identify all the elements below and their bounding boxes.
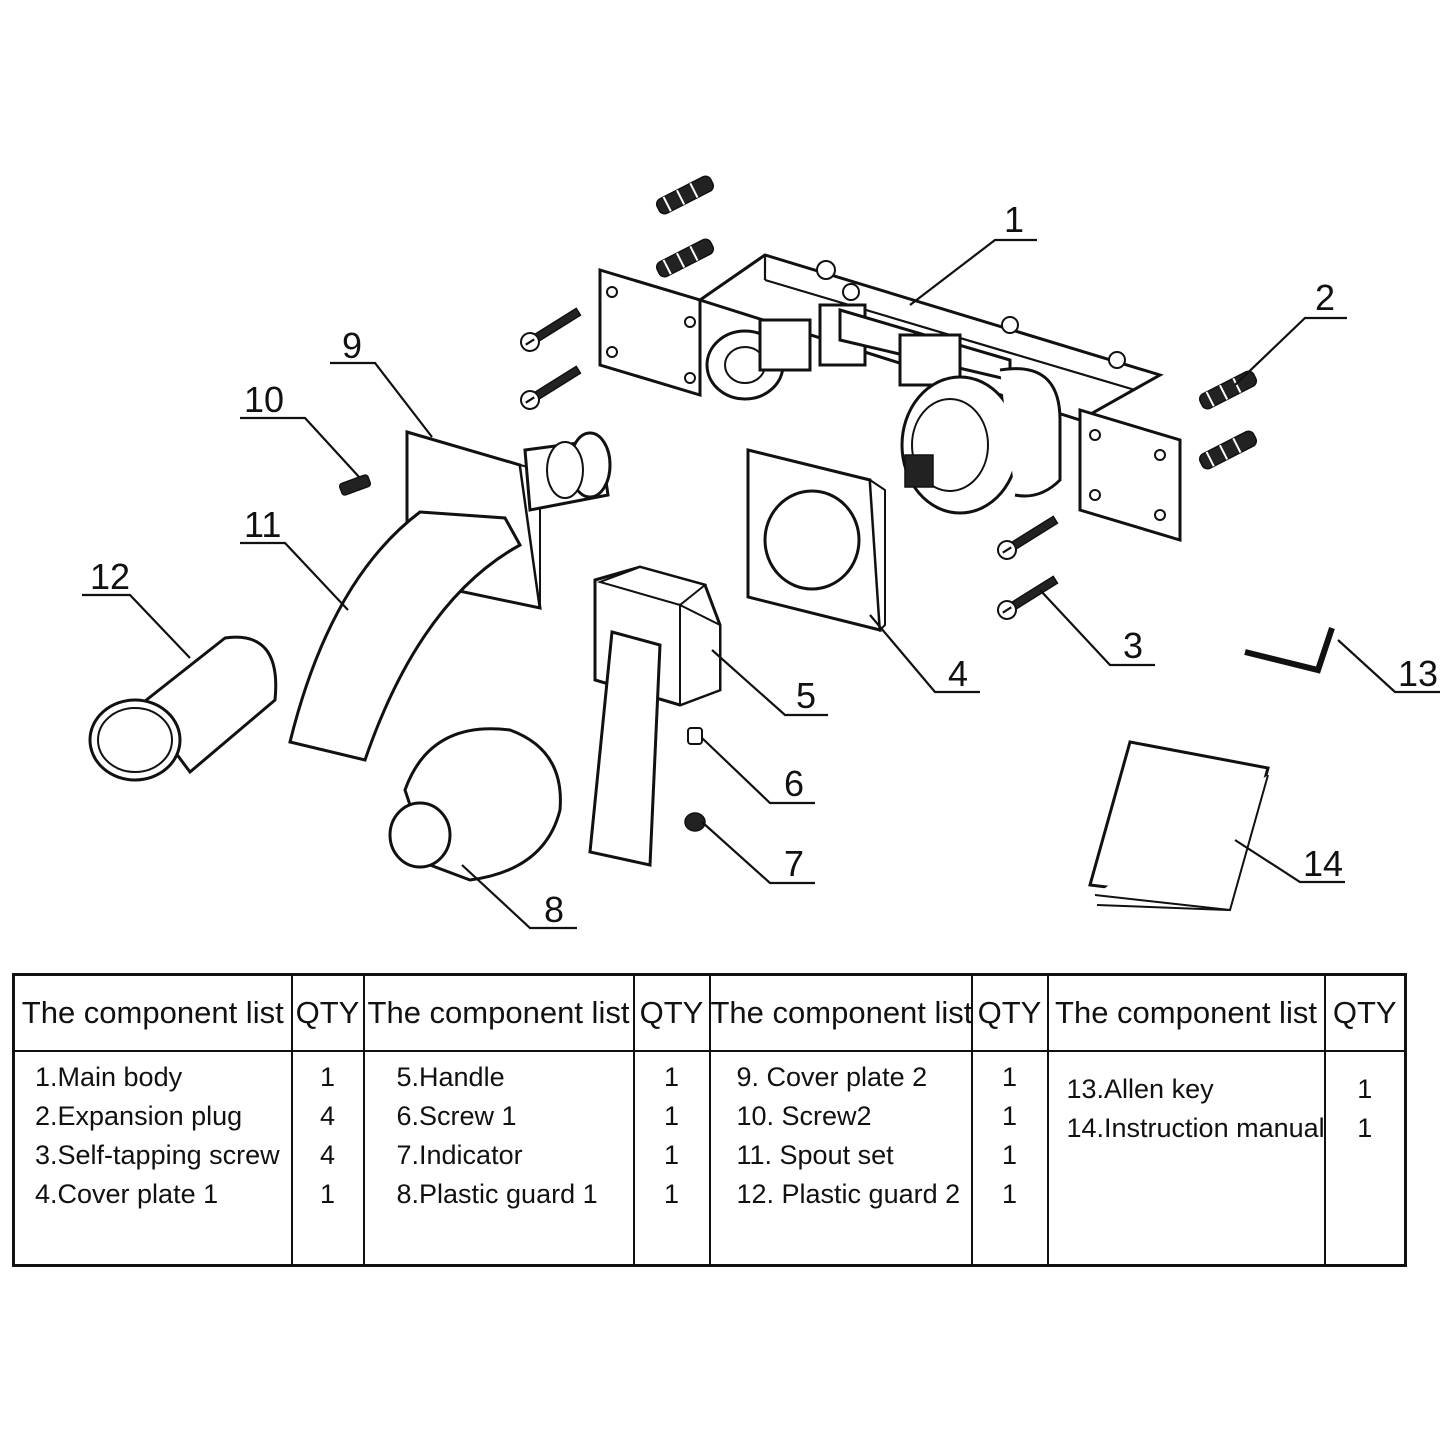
callout-6: 6 (784, 763, 804, 804)
component-item: 5.Handle (396, 1062, 505, 1092)
callout-9: 9 (342, 325, 362, 366)
screw-1-drawing (687, 727, 703, 745)
component-item: 9. Cover plate 2 (736, 1062, 928, 1092)
component-item: 2.Expansion plug (35, 1101, 243, 1131)
component-item: 1.Main body (35, 1062, 183, 1092)
column-header-component-list: The component list (1046, 974, 1326, 1052)
component-item: 13.Allen key (1066, 1074, 1214, 1104)
qty-value: 1 (663, 1179, 680, 1209)
callout-3: 3 (1123, 625, 1143, 666)
component-item: 3.Self-tapping screw (35, 1140, 280, 1170)
qty-value: 1 (663, 1101, 680, 1131)
instruction-manual-drawing (1088, 740, 1270, 912)
callout-5: 5 (796, 675, 816, 716)
component-cell: 1.Main body 2.Expansion plug 3.Self-tapp… (12, 1051, 293, 1266)
qty-value: 1 (1001, 1062, 1018, 1092)
component-item: 8.Plastic guard 1 (396, 1179, 598, 1209)
leader-lines (82, 238, 1440, 930)
callout-7: 7 (784, 843, 804, 884)
component-item: 14.Instruction manual (1066, 1113, 1325, 1143)
qty-cell: 1 1 1 1 (970, 1051, 1049, 1266)
table-body-row: 1.Main body 2.Expansion plug 3.Self-tapp… (12, 1051, 1407, 1266)
column-header-qty: QTY (632, 974, 711, 1052)
qty-value: 1 (1357, 1074, 1373, 1104)
component-item: 4.Cover plate 1 (35, 1179, 219, 1209)
callout-8: 8 (544, 889, 564, 930)
qty-value: 1 (663, 1140, 680, 1170)
qty-value: 4 (319, 1140, 336, 1170)
component-cell: 13.Allen key 14.Instruction manual (1046, 1051, 1326, 1266)
column-header-qty: QTY (1323, 974, 1407, 1052)
component-item: 10. Screw2 (736, 1101, 872, 1131)
qty-value: 1 (663, 1062, 680, 1092)
qty-value: 1 (319, 1179, 336, 1209)
allen-key-drawing (1244, 627, 1335, 674)
qty-cell: 1 4 4 1 (290, 1051, 365, 1266)
column-header-qty: QTY (970, 974, 1049, 1052)
cover-plate-1-drawing (746, 448, 886, 633)
plastic-guard-1-drawing (388, 727, 562, 882)
callout-4: 4 (948, 653, 968, 694)
component-cell: 5.Handle 6.Screw 1 7.Indicator 8.Plastic… (362, 1051, 635, 1266)
indicator-drawing (684, 812, 706, 832)
exploded-view-diagram: 1 2 3 4 5 6 7 8 9 10 11 12 13 14 (82, 175, 1440, 930)
callout-14: 14 (1303, 843, 1343, 884)
column-header-component-list: The component list (12, 974, 293, 1052)
handle-drawing (588, 565, 722, 867)
callout-13: 13 (1398, 653, 1438, 694)
callout-2: 2 (1315, 277, 1335, 318)
component-item: 7.Indicator (396, 1140, 523, 1170)
column-header-component-list: The component list (362, 974, 635, 1052)
qty-cell: 1 1 (1323, 1051, 1407, 1266)
qty-value: 4 (319, 1101, 336, 1131)
callout-1: 1 (1004, 199, 1024, 240)
component-list-table: The component list QTY The component lis… (12, 973, 1407, 1267)
column-header-qty: QTY (290, 974, 365, 1052)
table-header-row: The component list QTY The component lis… (12, 974, 1407, 1052)
main-body-drawing (598, 253, 1182, 543)
qty-value: 1 (1001, 1179, 1018, 1209)
callout-12: 12 (90, 556, 130, 597)
component-item: 12. Plastic guard 2 (736, 1179, 961, 1209)
screw2-drawing (338, 474, 372, 496)
qty-value: 1 (319, 1062, 336, 1092)
callout-10: 10 (244, 379, 284, 420)
column-header-component-list: The component list (708, 974, 973, 1052)
component-item: 11. Spout set (736, 1140, 894, 1170)
component-item: 6.Screw 1 (396, 1101, 517, 1131)
spout-set-drawing (288, 510, 523, 762)
qty-value: 1 (1001, 1101, 1018, 1131)
callout-11: 11 (244, 504, 281, 545)
qty-value: 1 (1357, 1113, 1373, 1143)
plastic-guard-2-drawing (88, 635, 278, 782)
self-tapping-screws-drawing (520, 307, 1059, 620)
component-cell: 9. Cover plate 2 10. Screw2 11. Spout se… (708, 1051, 973, 1266)
qty-value: 1 (1001, 1140, 1018, 1170)
qty-cell: 1 1 1 1 (632, 1051, 711, 1266)
expansion-plugs-drawing (655, 175, 1258, 470)
